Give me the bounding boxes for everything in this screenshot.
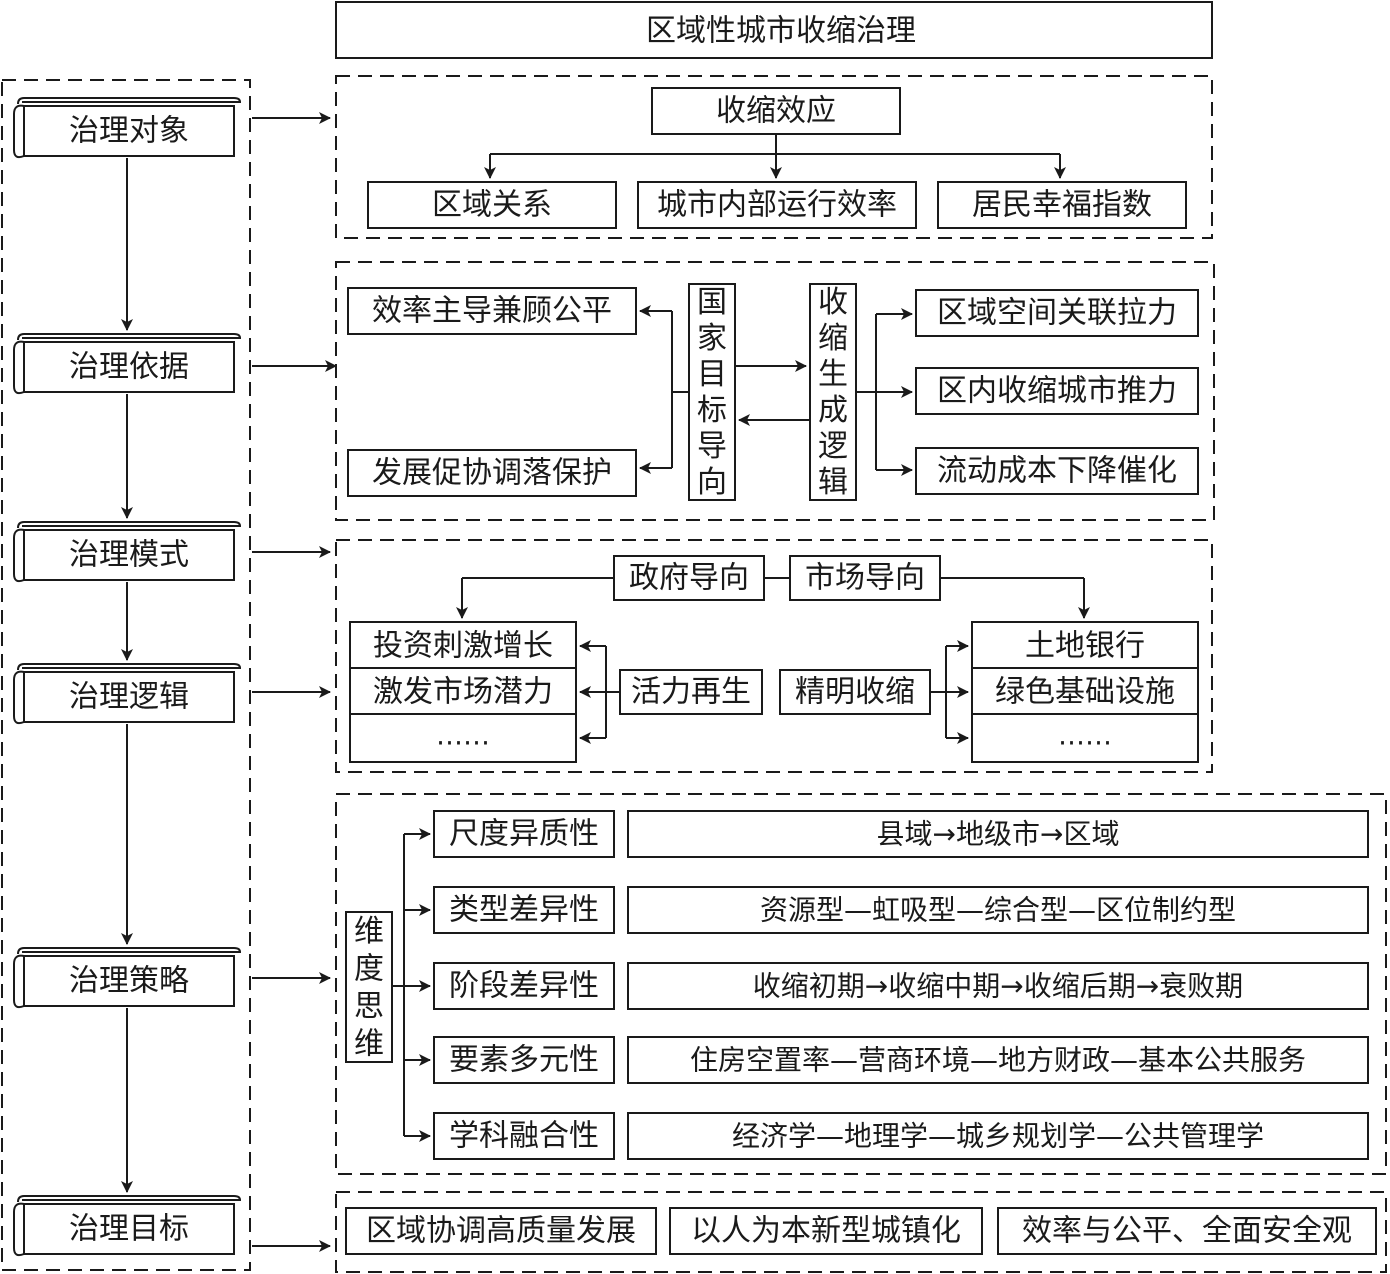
goal-box-urbanization — [669, 1207, 983, 1255]
strategy-detail-box — [627, 962, 1369, 1010]
strategy-dimension-label: 要素多元性 — [449, 1043, 599, 1078]
scroll-governance-basis: 治理依据 — [13, 333, 242, 395]
smart-shrink-box — [779, 669, 931, 715]
strategy-detail-label: 经济学—地理学—城乡规划学—公共管理学 — [732, 1120, 1264, 1153]
strategy-dimension-box — [433, 886, 615, 934]
scroll-label: 治理策略 — [69, 964, 189, 999]
strategy-section-frame — [335, 793, 1387, 1175]
scroll-label: 治理目标 — [69, 1212, 189, 1247]
city-efficiency-box — [637, 181, 917, 229]
shrink-effect-label: 收缩效应 — [716, 94, 836, 129]
efficiency-fairness-box — [347, 287, 637, 335]
shrink-effect-box — [651, 87, 901, 135]
strategy-detail-label: 县域→地级市→区域 — [877, 818, 1120, 851]
strategy-dimension-box — [433, 1036, 615, 1084]
strategy-dimension-label: 类型差异性 — [449, 893, 599, 928]
strategy-detail-label: 资源型—虹吸型—综合型—区位制约型 — [760, 894, 1236, 927]
shrink-logic-label: 收缩生成逻辑 — [818, 285, 848, 500]
basis-left-item: 发展促协调落保护 — [372, 456, 612, 491]
strategy-dimension-box — [433, 962, 615, 1010]
left-column-frame — [1, 79, 251, 1271]
spatial-pull-box — [915, 289, 1199, 337]
goal-item: 效率与公平、全面安全观 — [1022, 1214, 1352, 1249]
goal-item: 区域协调高质量发展 — [366, 1214, 636, 1249]
title-box — [335, 1, 1213, 59]
gov-measure-item: …… — [436, 721, 490, 752]
scroll-label: 治理模式 — [69, 538, 189, 573]
cost-catalyst-box — [915, 447, 1199, 495]
goal-section-frame — [335, 1191, 1387, 1273]
scroll-governance-logic: 治理逻辑 — [13, 663, 242, 725]
basis-right-item: 流动成本下降催化 — [937, 454, 1177, 489]
market-measure-list — [971, 621, 1199, 763]
gov-measure-item: 投资刺激增长 — [373, 629, 553, 664]
scroll-label: 治理对象 — [69, 114, 189, 149]
strategy-detail-label: 收缩初期→收缩中期→收缩后期→衰败期 — [753, 970, 1243, 1003]
strategy-detail-box — [627, 1036, 1369, 1084]
basis-right-item: 区内收缩城市推力 — [937, 374, 1177, 409]
scroll-label: 治理逻辑 — [69, 680, 189, 715]
diagram-title: 区域性城市收缩治理 — [646, 14, 916, 49]
happiness-index-box — [937, 181, 1187, 229]
market-measure-item: …… — [1058, 721, 1112, 752]
mode-section-frame — [335, 539, 1213, 773]
scroll-governance-strategy: 治理策略 — [13, 947, 242, 1009]
goal-item: 以人为本新型城镇化 — [691, 1214, 961, 1249]
vitality-label: 活力再生 — [631, 675, 751, 710]
regional-relation-box — [367, 181, 617, 229]
gov-measure-item: 激发市场潜力 — [373, 675, 553, 710]
strategy-detail-box — [627, 886, 1369, 934]
basis-section-frame — [335, 261, 1215, 521]
scroll-label: 治理依据 — [69, 350, 189, 385]
strategy-dimension-label: 尺度异质性 — [449, 817, 599, 852]
object-section-frame — [335, 75, 1213, 239]
strategy-dimension-label: 阶段差异性 — [449, 969, 599, 1004]
goal-box-security — [997, 1207, 1377, 1255]
gov-measure-list — [349, 621, 577, 763]
strategy-detail-box — [627, 1112, 1369, 1160]
strategy-dimension-box — [433, 1112, 615, 1160]
development-coordination-box — [347, 449, 637, 497]
market-measure-item: 绿色基础设施 — [995, 675, 1175, 710]
scroll-governance-object: 治理对象 — [13, 97, 242, 159]
scroll-governance-mode: 治理模式 — [13, 521, 242, 583]
dimension-thinking-label: 维度思维 — [354, 913, 384, 1061]
shrink-logic-box — [809, 283, 857, 501]
city-push-box — [915, 367, 1199, 415]
market-measure-item: 土地银行 — [1025, 629, 1145, 664]
strategy-dimension-label: 学科融合性 — [449, 1119, 599, 1154]
object-item: 居民幸福指数 — [972, 188, 1152, 223]
market-oriented-label: 市场导向 — [805, 561, 925, 596]
basis-right-item: 区域空间关联拉力 — [937, 296, 1177, 331]
object-item: 城市内部运行效率 — [657, 188, 897, 223]
object-item: 区域关系 — [432, 188, 552, 223]
national-goal-label: 国家目标导向 — [697, 285, 727, 500]
goal-box-regional — [345, 1207, 657, 1255]
gov-oriented-label: 政府导向 — [629, 561, 749, 596]
strategy-dimension-box — [433, 810, 615, 858]
dimension-thinking-box — [345, 911, 393, 1063]
strategy-detail-label: 住房空置率—营商环境—地方财政—基本公共服务 — [690, 1044, 1306, 1077]
basis-left-item: 效率主导兼顾公平 — [372, 294, 612, 329]
scroll-governance-goal: 治理目标 — [13, 1195, 242, 1257]
smart-shrink-label: 精明收缩 — [795, 675, 915, 710]
strategy-detail-box — [627, 810, 1369, 858]
